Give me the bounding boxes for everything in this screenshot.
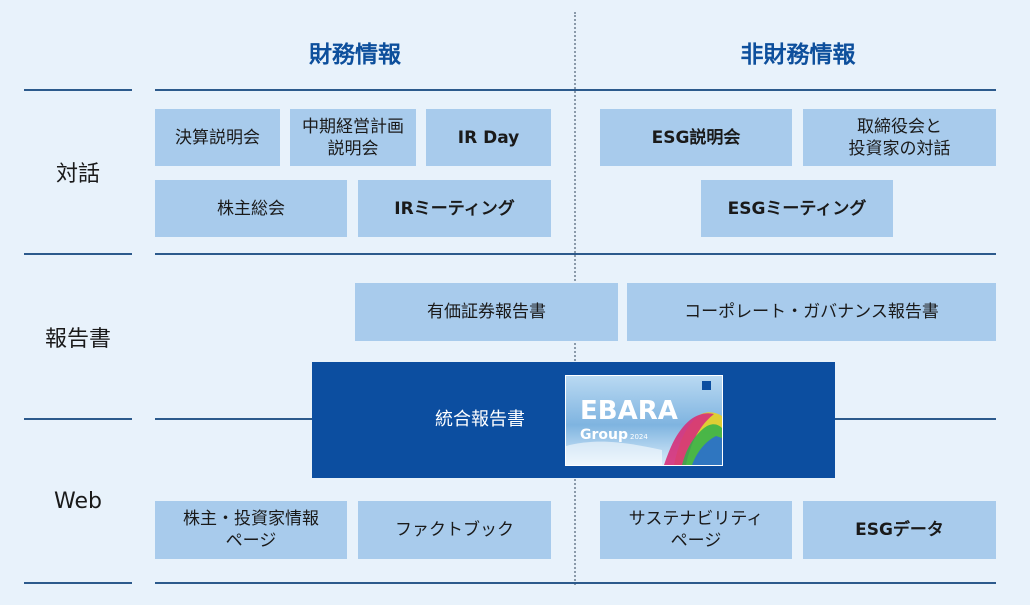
row-line <box>24 253 132 255</box>
integrated-report-cover-image: EBARA Group 2024 <box>565 375 723 466</box>
row-line <box>155 89 996 91</box>
cover-logo-mark <box>702 381 711 390</box>
cover-ribbon-blue <box>692 436 722 465</box>
row-line <box>24 89 132 91</box>
row-line <box>24 418 132 420</box>
row-line <box>24 582 132 584</box>
cover-brand-text: EBARA <box>580 396 678 426</box>
row-line <box>155 582 996 584</box>
cover-year-text: 2024 <box>630 433 648 441</box>
mid-term-plan-briefing-box: 中期経営計画 説明会 <box>290 109 416 166</box>
row-label-reports: 報告書 <box>44 326 111 352</box>
financial-column-header: 財務情報 <box>309 42 401 68</box>
securities-report-box: 有価証券報告書 <box>355 283 618 341</box>
row-line <box>155 253 996 255</box>
financial-results-briefing-box: 決算説明会 <box>155 109 280 166</box>
ir-meeting-box: IRミーティング <box>358 180 551 237</box>
sustainability-page-box: サステナビリティ ページ <box>600 501 792 559</box>
fact-book-box: ファクトブック <box>358 501 551 559</box>
shareholders-meeting-box: 株主総会 <box>155 180 347 237</box>
shareholder-investor-page-box: 株主・投資家情報 ページ <box>155 501 347 559</box>
row-label-dialogue: 対話 <box>55 162 100 187</box>
ir-day-box: IR Day <box>426 109 551 166</box>
non-financial-column-header: 非財務情報 <box>740 42 856 68</box>
director-investor-dialogue-box: 取締役会と 投資家の対話 <box>803 109 996 166</box>
cover-group-text: Group <box>580 427 628 443</box>
cover-art: EBARA Group 2024 <box>566 381 722 465</box>
esg-briefing-box: ESG説明会 <box>600 109 792 166</box>
governance-report-box: コーポレート・ガバナンス報告書 <box>627 283 996 341</box>
cover-cloud <box>566 441 662 465</box>
esg-meeting-box: ESGミーティング <box>701 180 893 237</box>
cover-ribbon-magenta <box>664 413 714 465</box>
row-label-web: Web <box>54 488 102 514</box>
integrated-report-label: 統合報告書 <box>435 409 525 430</box>
esg-data-box: ESGデータ <box>803 501 996 559</box>
